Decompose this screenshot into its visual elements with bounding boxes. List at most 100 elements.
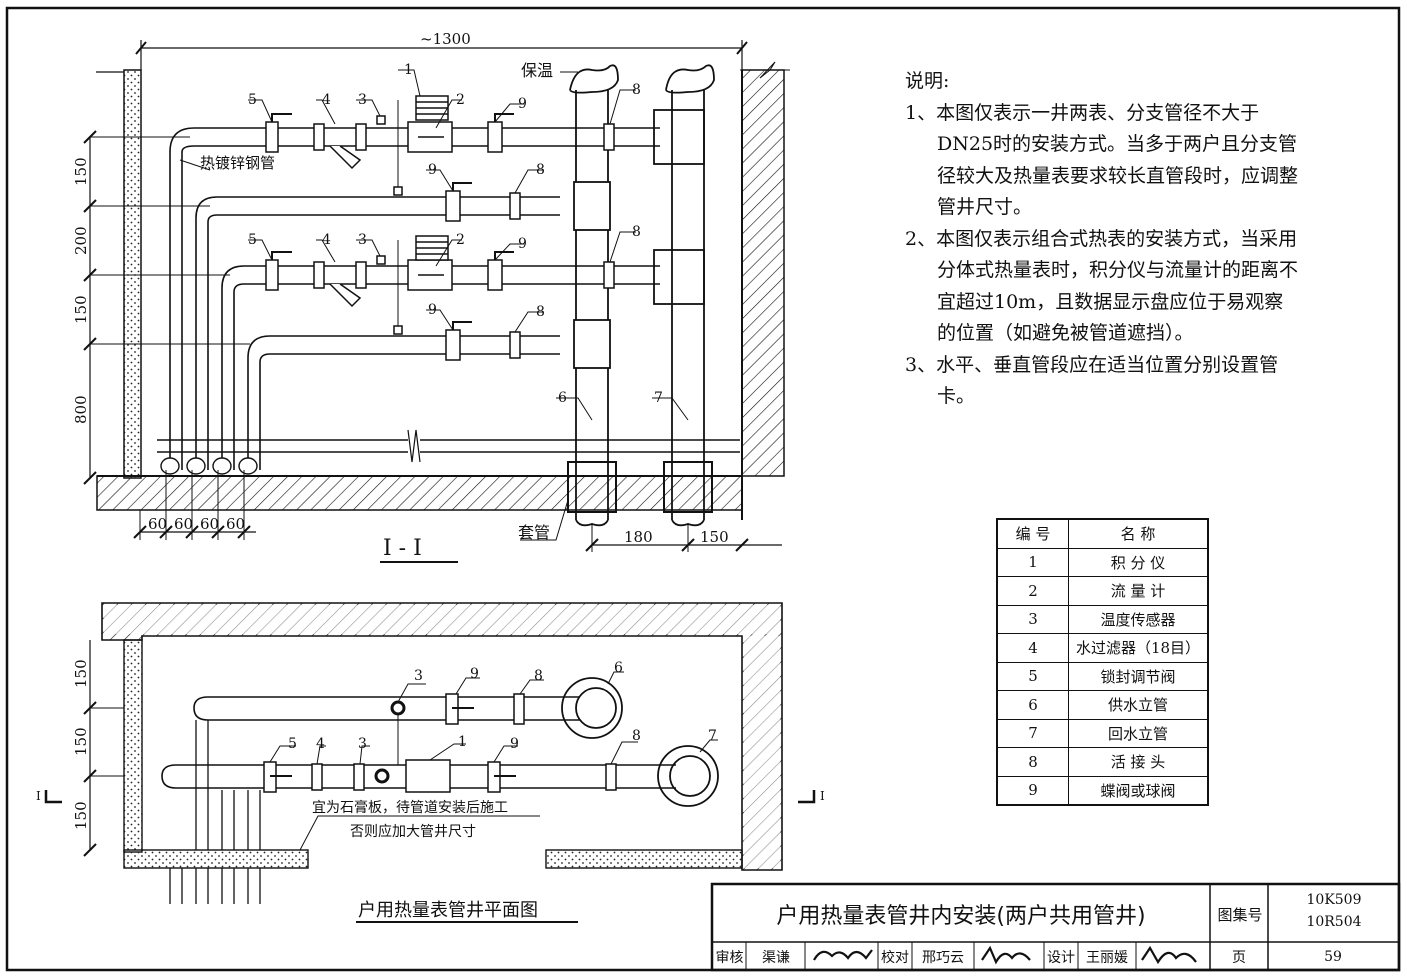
notes-title: 说明: [905,70,950,92]
dim-bottom-1: 60 [148,515,167,533]
callout-9b: 9 [428,162,437,178]
plan-note-2: 否则应加大管井尺寸 [350,823,476,840]
drawing-title: 户用热量表管井内安装(两户共用管井) [776,904,1146,929]
return-riser [665,64,715,527]
callout-9a: 9 [518,96,527,112]
legend-header-name: 名 称 [1068,518,1209,549]
legend-name: 蝶阀或球阀 [1068,775,1209,806]
left-board [123,69,142,479]
plan-dim-3: 150 [72,801,90,830]
label-pipe: 热镀锌钢管 [200,154,275,172]
dim-bottom-3: 60 [200,515,219,533]
callout-1a: 1 [404,62,413,78]
legend-no: 7 [996,718,1069,748]
check-label: 校对 [881,949,909,966]
section-title: I - I [383,536,422,561]
callout-9c: 9 [518,236,527,252]
note-3: 3、水平、垂直管段应在适当位置分别设置管卡。 [905,353,1279,408]
plan-dim-2: 150 [72,727,90,756]
callout-5b: 5 [248,232,257,248]
callout-4a: 4 [322,92,331,108]
legend-name: 水过滤器（18目） [1068,633,1209,663]
dim-bottom-2: 60 [174,515,193,533]
legend-no: 9 [996,775,1069,806]
legend-no: 2 [996,576,1069,606]
legend-header-no: 编 号 [996,518,1069,549]
page-number: 59 [1324,948,1342,965]
legend-name: 回水立管 [1068,718,1209,748]
callout-8d: 8 [536,304,545,320]
supply-riser [569,64,619,527]
callout-5a: 5 [248,92,257,108]
sheet-frame [5,6,1401,972]
review-label: 审核 [715,949,744,966]
plan-title: 户用热量表管井平面图 [358,900,538,921]
callout-3b: 3 [358,232,367,248]
floor-slab [96,475,743,511]
right-wall [741,69,785,477]
plan-callout-1: 1 [458,734,467,750]
legend-name: 积 分 仪 [1068,547,1209,577]
callout-9d: 9 [428,302,437,318]
signatures [813,945,1197,965]
legend-name: 温度传感器 [1068,604,1209,634]
legend-no: 8 [996,747,1069,777]
cut-mark-left: I [36,789,41,803]
plan-callout-5: 5 [288,736,297,752]
legend-no: 4 [996,633,1069,663]
dim-bottom-4: 60 [226,515,245,533]
callout-8c: 8 [632,224,641,240]
legend-name: 活 接 头 [1068,747,1209,777]
callout-2b: 2 [456,232,465,248]
legend-no: 5 [996,661,1069,691]
legend-no: 3 [996,604,1069,634]
plan-callout-7: 7 [708,728,717,744]
callout-4b: 4 [322,232,331,248]
atlas-label: 图集号 [1217,905,1263,924]
section-view: ~1300 150 200 150 800 [72,30,790,563]
callout-8a: 8 [632,82,641,98]
label-insulation: 保温 [521,61,553,80]
dim-top: ~1300 [420,30,471,48]
legend-no: 1 [996,547,1069,577]
plan-callout-9b: 9 [510,736,519,752]
dim-left-1: 150 [72,157,90,186]
dim-left-2: 200 [72,226,90,255]
plan-callout-4: 4 [316,736,325,752]
plan-callout-6: 6 [614,660,623,676]
title-block [710,882,1401,972]
plan-callout-8b: 8 [632,728,641,744]
legend-name: 锁封调节阀 [1068,661,1209,691]
plan-callout-8a: 8 [534,668,543,684]
legend-no: 6 [996,690,1069,720]
dim-bottom-5: 180 [624,528,653,546]
label-sleeve: 套管 [518,523,550,542]
designer: 王丽媛 [1086,949,1128,966]
dim-left-3: 150 [72,295,90,324]
dim-bottom-6: 150 [700,528,729,546]
plan-view: 150 150 150 I I 3 9 8 6 5 4 [36,602,825,923]
plan-dim-1: 150 [72,659,90,688]
legend-name: 供水立管 [1068,690,1209,720]
dim-left-4: 800 [72,395,90,424]
callout-2a: 2 [456,92,465,108]
notes: 说明: 1、本图仅表示一井两表、分支管径不大于DN25时的安装方式。当多于两户且… [905,66,1300,413]
legend-name: 流 量 计 [1068,576,1209,606]
atlas-no-1: 10K509 [1306,892,1362,908]
design-label: 设计 [1047,949,1075,966]
reviewer: 渠谦 [762,949,790,966]
callout-7a: 7 [654,390,663,406]
checker: 邢巧云 [922,949,964,966]
cut-mark-right: I [820,789,825,803]
